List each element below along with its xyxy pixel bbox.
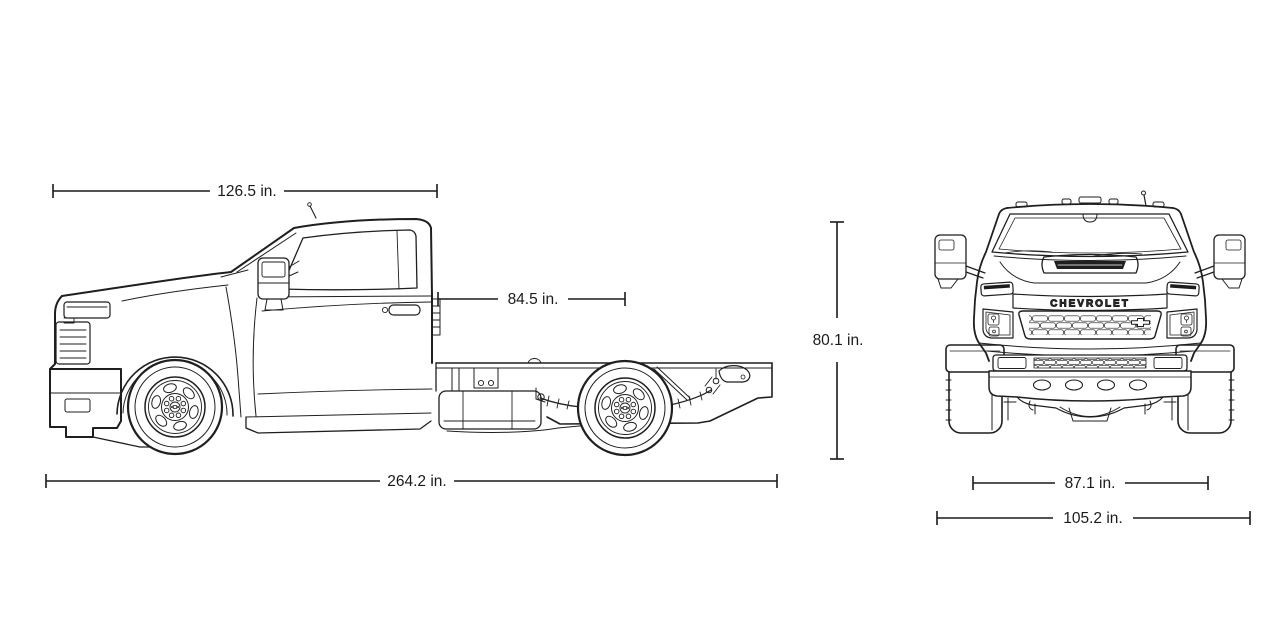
dimension-lines: 126.5 in. 84.5 in. 264.2 in. 80.1 in. [45, 183, 1251, 527]
roof-marker-lamps [1015, 196, 1165, 208]
chassis-frame [435, 358, 773, 433]
grille-brand-text: CHEVROLET [1050, 299, 1130, 310]
cab-body [49, 202, 441, 448]
bumper-vents [1032, 379, 1148, 391]
side-view-drawing [49, 202, 773, 457]
front-view-drawing: CHEVROLET [934, 190, 1246, 434]
grille-side [55, 321, 91, 365]
side-mirror [257, 257, 300, 311]
dim-label-cab-to-rear-axle: 84.5 in. [508, 291, 559, 308]
hood-scoop [1041, 253, 1139, 274]
dim-overall-height: 80.1 in. [813, 221, 864, 460]
dim-body-width: 87.1 in. [972, 475, 1209, 492]
rearview-mirror [1082, 213, 1098, 223]
dim-width-with-mirrors: 105.2 in. [936, 510, 1251, 527]
dim-label-overall-height: 80.1 in. [813, 332, 864, 349]
door-handle [388, 304, 421, 316]
fuel-tank [438, 390, 542, 430]
dim-overall-length: 264.2 in. [45, 473, 778, 490]
dim-label-front-to-back-of-cab: 126.5 in. [217, 183, 276, 200]
dim-label-overall-length: 264.2 in. [387, 473, 446, 490]
dim-label-width-with-mirrors: 105.2 in. [1063, 510, 1122, 527]
chevrolet-bowtie-icon [1131, 318, 1150, 327]
front-wheel [126, 358, 224, 456]
rear-wheel [576, 359, 674, 457]
dim-front-to-back-of-cab: 126.5 in. [52, 183, 438, 200]
dim-cab-to-rear-axle: 84.5 in. [437, 291, 626, 308]
dim-label-body-width: 87.1 in. [1065, 475, 1116, 492]
antenna [1141, 190, 1147, 207]
